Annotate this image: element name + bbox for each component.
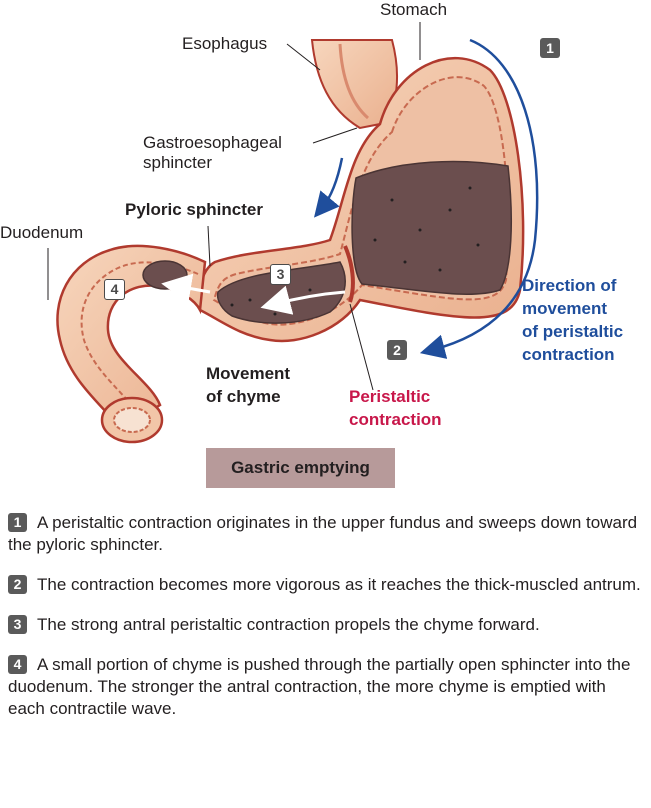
peristaltic-ring [343, 245, 355, 303]
chyme-movement-arrow [260, 285, 346, 315]
stomach-illustration [47, 22, 539, 444]
gastric-emptying-title: Gastric emptying [206, 448, 395, 488]
direction-label-line3: of peristaltic [522, 322, 624, 341]
step-item-2: 2 The contraction becomes more vigorous a… [8, 574, 644, 596]
movement-of-chyme-line1: Movement [206, 364, 291, 383]
esophagus-shape [310, 39, 398, 130]
step-number-3: 3 [8, 615, 27, 634]
esophagus-arrow [314, 157, 344, 218]
step-item-3: 3 The strong antral peristaltic contracti… [8, 614, 644, 636]
step-text-1: A peristaltic contraction originates in … [8, 513, 638, 554]
duodenum-flow-arrow [161, 273, 211, 304]
movement-of-chyme-line2: of chyme [206, 387, 281, 406]
esophagus-label: Esophagus [182, 34, 268, 53]
gastric-emptying-diagram: Stomach Esophagus Gastroesophageal sphin… [0, 0, 624, 444]
gastroesophageal-label-line2: sphincter [143, 153, 212, 172]
step-badge-4: 4 [104, 279, 125, 300]
step-text-2: The contraction becomes more vigorous as… [37, 575, 641, 594]
step-number-1: 1 [8, 513, 27, 532]
direction-arrow [419, 38, 539, 359]
direction-label-line4: contraction [522, 345, 615, 364]
step-number-4: 4 [8, 655, 27, 674]
step-number-2: 2 [8, 575, 27, 594]
direction-label-line2: movement [522, 299, 608, 318]
gastroesophageal-label-line1: Gastroesophageal [143, 133, 282, 152]
chyme-stomach [351, 160, 513, 295]
step-text-4: A small portion of chyme is pushed throu… [8, 655, 631, 718]
chyme-duodenum [142, 260, 188, 290]
step-text-3: The strong antral peristaltic contractio… [37, 615, 540, 634]
step-badge-2: 2 [387, 340, 407, 360]
duodenum-label: Duodenum [0, 223, 84, 242]
peristaltic-contraction-line2: contraction [349, 410, 442, 429]
stomach-label: Stomach [380, 0, 448, 19]
pyloric-sphincter-label: Pyloric sphincter [125, 200, 263, 219]
step-badge-1: 1 [540, 38, 560, 58]
step-badge-3: 3 [270, 264, 291, 285]
leader-lines [47, 22, 421, 391]
peristaltic-contraction-line1: Peristaltic [349, 387, 431, 406]
direction-label-line1: Direction of [522, 276, 617, 295]
